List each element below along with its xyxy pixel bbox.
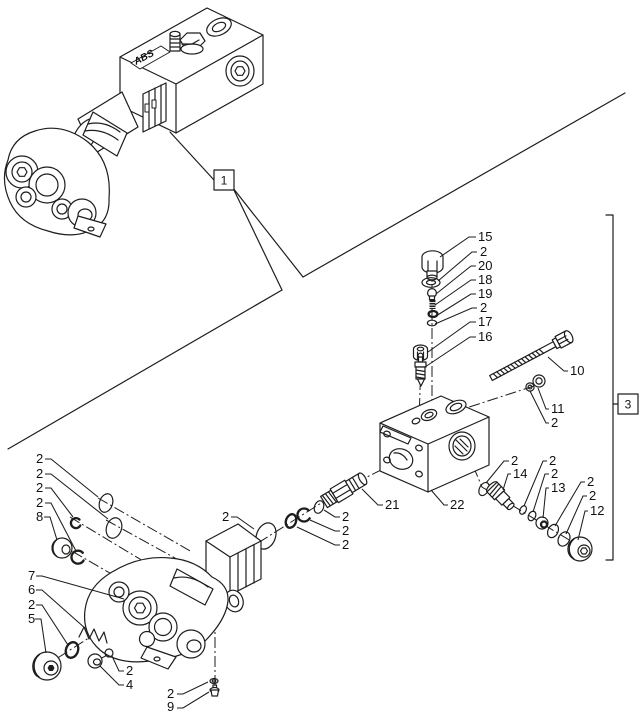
part-label-10[interactable]: 10 <box>570 363 584 378</box>
part-2-oring-right3 <box>527 510 537 522</box>
part-label-2-e[interactable]: 2 <box>342 523 349 538</box>
part-10-bolt <box>489 330 574 382</box>
part-2-oring-right5 <box>557 531 571 547</box>
part-2-washer-screw <box>209 677 219 685</box>
view-callout-1[interactable]: 1 <box>169 131 304 291</box>
part-2-oring-right2 <box>519 505 527 515</box>
part-label-2-l[interactable]: 2 <box>589 488 596 503</box>
part-21-cartridge <box>320 472 368 509</box>
part-label-2-r[interactable]: 2 <box>126 663 133 678</box>
part-16-valve-insert <box>414 352 427 387</box>
part-label-9[interactable]: 9 <box>167 699 174 712</box>
part-label-17[interactable]: 17 <box>478 314 492 329</box>
group-bracket-3[interactable]: 3 <box>605 214 639 561</box>
leader-lines <box>35 236 588 709</box>
part-label-21[interactable]: 21 <box>385 497 399 512</box>
part-label-11[interactable]: 11 <box>551 401 565 416</box>
part-14-fitting <box>485 481 515 511</box>
part-20-poppet <box>427 288 438 301</box>
part-label-2-g[interactable]: 2 <box>222 509 229 524</box>
part-label-4[interactable]: 4 <box>126 677 133 692</box>
part-5-plug <box>32 651 62 681</box>
part-label-2-h[interactable]: 2 <box>511 453 518 468</box>
valve-block-22 <box>379 395 490 493</box>
part-2-oring-plug4 <box>104 648 114 658</box>
part-label-13[interactable]: 13 <box>551 480 565 495</box>
part-12-plug <box>567 536 593 562</box>
group-bracket-3-label[interactable]: 3 <box>625 398 632 412</box>
part-label-14[interactable]: 14 <box>513 466 527 481</box>
part-19-ring <box>427 309 439 319</box>
part-13-bushing <box>535 516 549 530</box>
part-4-plug-small <box>87 653 103 669</box>
part-8-plug <box>51 537 73 559</box>
part-2-cring-left1 <box>69 516 82 530</box>
part-label-2-m[interactable]: 2 <box>36 451 43 466</box>
part-label-8[interactable]: 8 <box>36 509 43 524</box>
part-label-15[interactable]: 15 <box>478 229 492 244</box>
part-label-2-f[interactable]: 2 <box>342 537 349 552</box>
detail-wedge-line-upper <box>302 92 626 278</box>
lower-valve-body-7 <box>83 523 262 670</box>
part-2-oring-dark <box>284 513 298 529</box>
part-label-7[interactable]: 7 <box>28 568 35 583</box>
part-label-2-b[interactable]: 2 <box>480 300 487 315</box>
block-side-port <box>225 55 255 87</box>
part-2-oring-left2 <box>105 517 123 539</box>
part-label-5[interactable]: 5 <box>28 611 35 626</box>
part-label-2-d[interactable]: 2 <box>342 509 349 524</box>
part-label-2-a[interactable]: 2 <box>480 244 487 259</box>
assembled-valve-drawing: ABS <box>3 7 264 238</box>
part-label-19[interactable]: 19 <box>478 286 492 301</box>
part-label-12[interactable]: 12 <box>590 503 604 518</box>
part-label-2-k[interactable]: 2 <box>587 474 594 489</box>
part-label-6[interactable]: 6 <box>28 582 35 597</box>
part-label-2-o[interactable]: 2 <box>36 480 43 495</box>
part-9-screw <box>209 684 220 697</box>
part-labels: 15 2 20 18 19 2 17 16 10 11 2 21 22 2 2 … <box>28 229 604 712</box>
part-label-2-i[interactable]: 2 <box>549 453 556 468</box>
part-15-hex-cap <box>421 250 444 281</box>
part-label-20[interactable]: 20 <box>478 258 492 273</box>
part-label-2-p[interactable]: 2 <box>36 495 43 510</box>
part-18-spring-small <box>429 300 436 309</box>
part-label-22[interactable]: 22 <box>450 497 464 512</box>
part-label-2-j[interactable]: 2 <box>551 466 558 481</box>
part-label-16[interactable]: 16 <box>478 329 492 344</box>
detail-wedge-line-lower <box>7 289 283 450</box>
part-label-18[interactable]: 18 <box>478 272 492 287</box>
part-2-oring-cartridge <box>313 500 325 514</box>
part-2-seal-ring-bottom <box>64 641 80 659</box>
part-2-oring-left1 <box>98 493 114 513</box>
part-2-seal-washer-top <box>421 277 441 288</box>
part-2-retaining-ring <box>296 507 311 523</box>
part-label-2-c[interactable]: 2 <box>551 415 558 430</box>
view-callout-1-label[interactable]: 1 <box>221 174 228 188</box>
part-2-cring-left2 <box>70 549 85 565</box>
part-label-2-q[interactable]: 2 <box>28 597 35 612</box>
part-label-2-s[interactable]: 2 <box>167 686 174 701</box>
breather-valve <box>169 30 206 55</box>
electrical-connector <box>142 82 167 133</box>
part-label-2-n[interactable]: 2 <box>36 466 43 481</box>
part-11-washer <box>532 374 546 388</box>
